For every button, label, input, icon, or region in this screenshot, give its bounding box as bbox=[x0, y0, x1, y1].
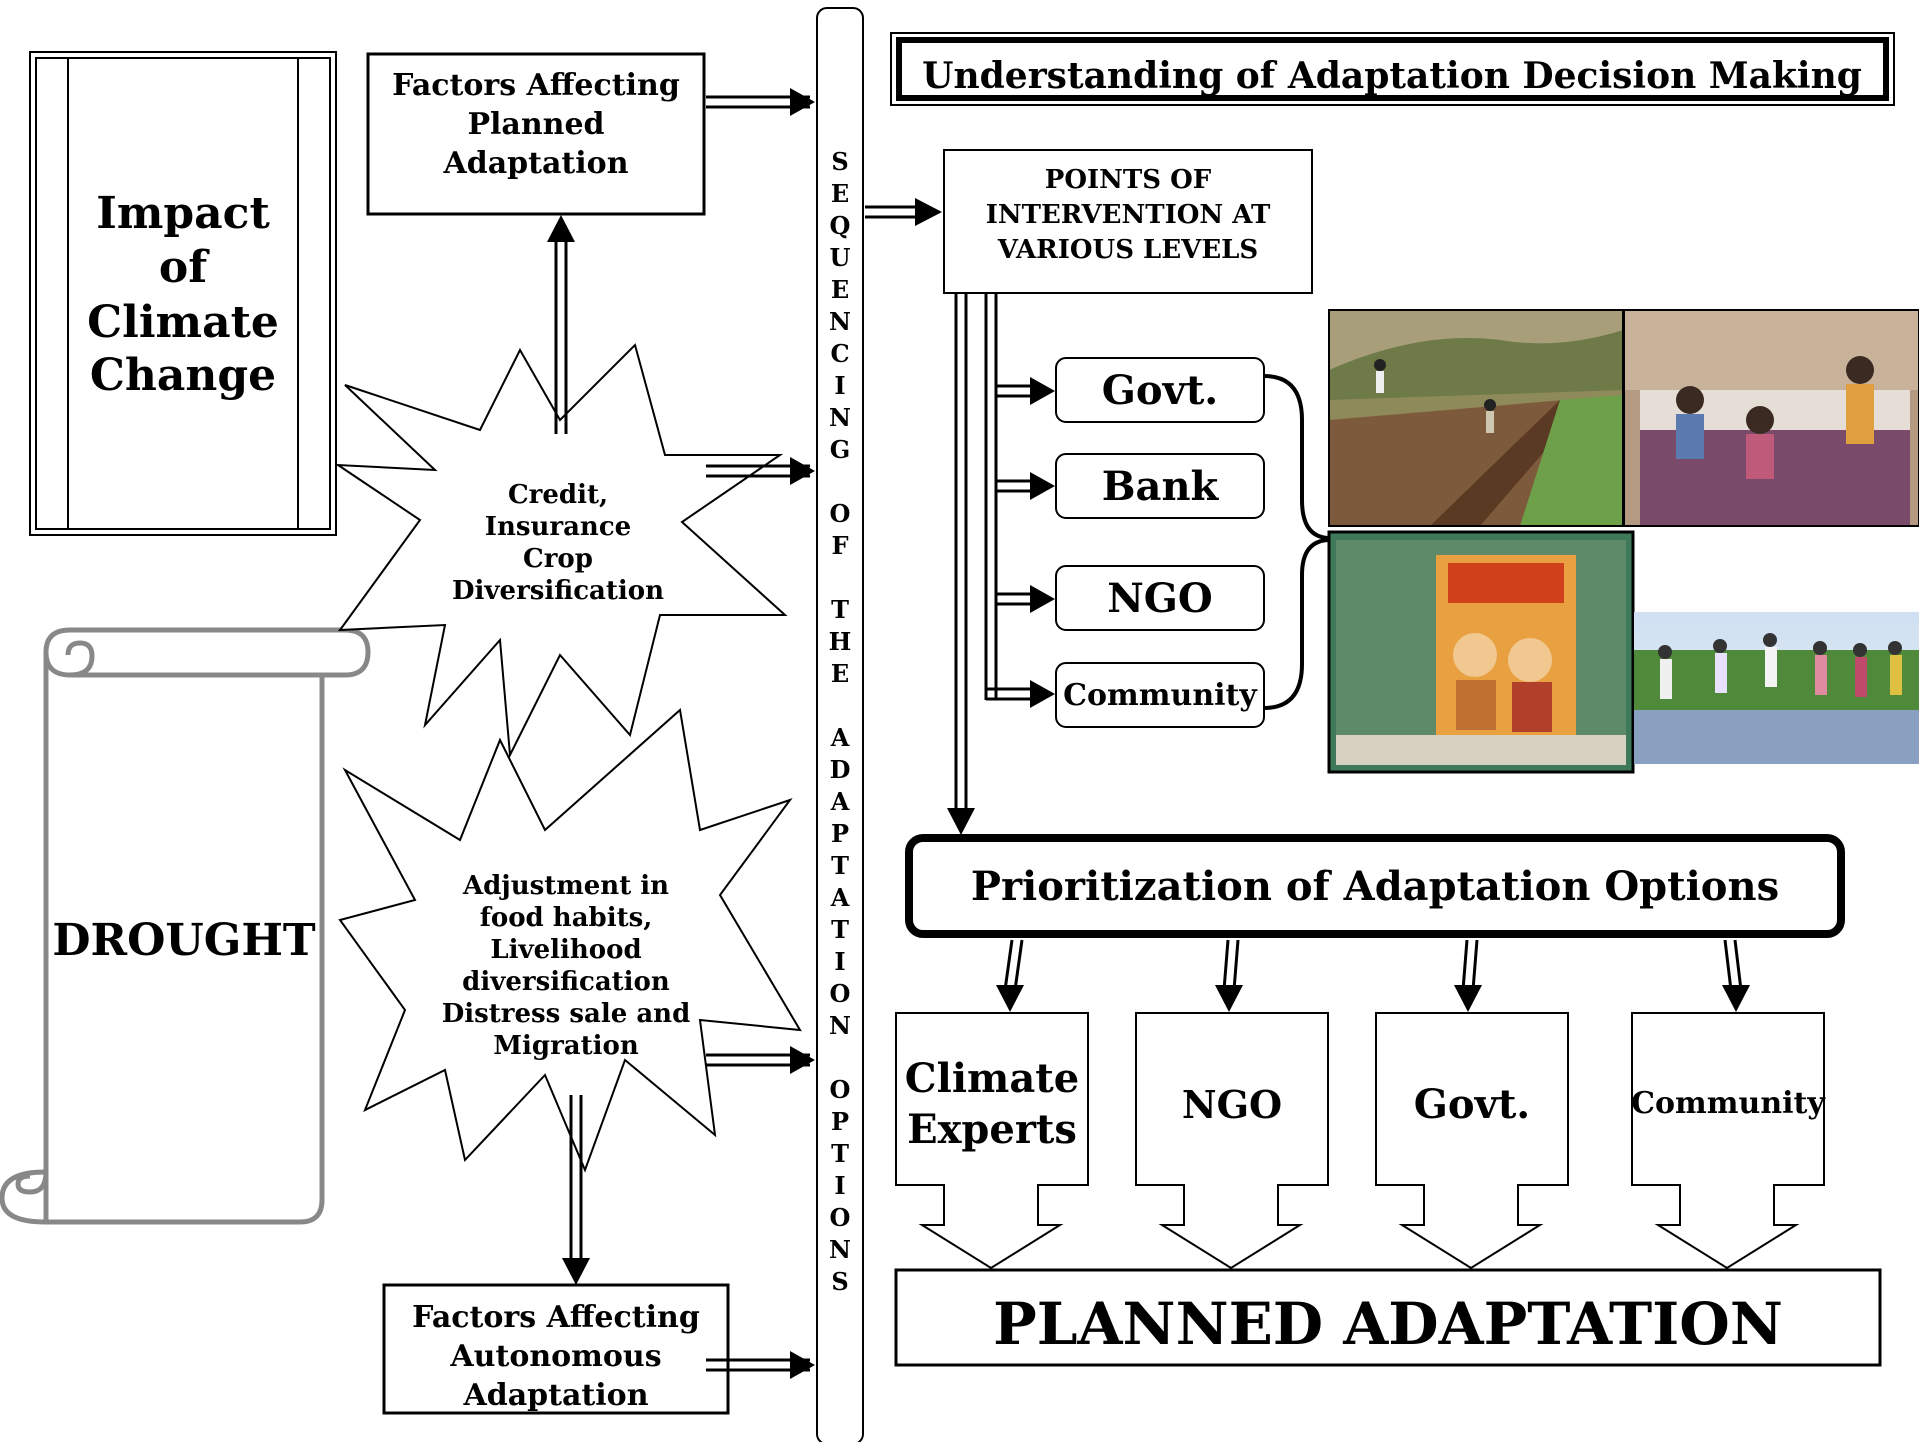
actor-govt: Govt. bbox=[1375, 1012, 1569, 1270]
starburst-upper-line-3: Crop bbox=[523, 544, 593, 574]
actor-govt-label: Govt. bbox=[1414, 1081, 1530, 1128]
planned-factors-line-1: Factors Affecting bbox=[392, 68, 680, 103]
starburst-upper-line-1: Credit, bbox=[508, 480, 608, 510]
actor-ngo: NGO bbox=[1135, 1012, 1329, 1270]
actor-climate-experts: Climate Experts bbox=[895, 1012, 1089, 1270]
drought-label: DROUGHT bbox=[52, 915, 316, 966]
intervention-box: POINTS OF INTERVENTION AT VARIOUS LEVELS bbox=[943, 149, 1313, 294]
autonomous-factors-line-1: Factors Affecting bbox=[412, 1300, 700, 1335]
left-arrowheads bbox=[547, 88, 815, 1379]
starburst-upper-line-4: Diversification bbox=[452, 576, 664, 606]
impact-line-4: Change bbox=[90, 350, 276, 401]
planned-factors-line-3: Adaptation bbox=[442, 146, 628, 181]
actor-climate-experts-line-1: Climate bbox=[905, 1055, 1079, 1102]
planned-factors-box: Factors Affecting Planned Adaptation bbox=[366, 52, 706, 216]
actor-ngo-label: NGO bbox=[1182, 1082, 1282, 1127]
intervention-arrowheads bbox=[915, 198, 1055, 835]
training-session-photo bbox=[1623, 309, 1919, 527]
starburst-lower-line-5: Distress sale and bbox=[442, 999, 691, 1029]
left-connectors bbox=[554, 95, 810, 1372]
starburst-lower: Adjustment in food habits, Livelihood di… bbox=[338, 708, 802, 1173]
actor-community-label: Community bbox=[1631, 1086, 1826, 1121]
level-ngo-label: NGO bbox=[1107, 575, 1213, 622]
header-title-box: Understanding of Adaptation Decision Mak… bbox=[890, 32, 1895, 106]
autonomous-factors-line-2: Autonomous bbox=[449, 1339, 661, 1374]
starburst-lower-line-3: Livelihood bbox=[490, 935, 641, 965]
prioritization-connectors bbox=[1003, 939, 1743, 991]
level-govt-label: Govt. bbox=[1102, 367, 1218, 414]
starburst-lower-line-1: Adjustment in bbox=[462, 871, 669, 901]
field-visit-photo bbox=[1634, 612, 1919, 764]
planned-adaptation-box: PLANNED ADAPTATION bbox=[894, 1268, 1882, 1367]
impact-line-2: of bbox=[159, 242, 210, 293]
starburst-lower-line-4: diversification bbox=[462, 967, 670, 997]
prioritization-arrowheads bbox=[996, 985, 1750, 1012]
level-community-label: Community bbox=[1063, 678, 1258, 713]
autonomous-factors-line-3: Adaptation bbox=[462, 1378, 648, 1413]
level-ngo: NGO bbox=[1055, 565, 1265, 631]
level-bank: Bank bbox=[1055, 453, 1265, 519]
intervention-line-3: VARIOUS LEVELS bbox=[997, 235, 1258, 265]
starburst-lower-line-6: Migration bbox=[493, 1031, 639, 1061]
intervention-line-2: INTERVENTION AT bbox=[986, 200, 1271, 230]
level-brackets bbox=[1263, 374, 1331, 710]
level-bank-label: Bank bbox=[1102, 463, 1220, 510]
starburst-upper: Credit, Insurance Crop Diversification bbox=[334, 343, 788, 759]
prioritization-box: Prioritization of Adaptation Options bbox=[905, 834, 1845, 938]
autonomous-factors-box: Factors Affecting Autonomous Adaptation bbox=[382, 1283, 730, 1415]
planned-adaptation-label: PLANNED ADAPTATION bbox=[993, 1290, 1783, 1358]
drought-scroll: DROUGHT bbox=[0, 627, 371, 1225]
trench-digging-photo bbox=[1328, 309, 1624, 527]
actor-climate-experts-line-2: Experts bbox=[907, 1106, 1077, 1153]
intervention-connectors bbox=[865, 205, 1035, 810]
intervention-line-1: POINTS OF bbox=[1045, 165, 1212, 195]
impact-line-1: Impact bbox=[96, 188, 270, 239]
level-govt: Govt. bbox=[1055, 357, 1265, 423]
awareness-poster-photo bbox=[1327, 530, 1635, 774]
actor-community: Community bbox=[1631, 1012, 1826, 1270]
starburst-lower-line-2: food habits, bbox=[480, 903, 653, 933]
impact-line-3: Climate bbox=[87, 297, 279, 348]
impact-box: Impact of Climate Change bbox=[29, 51, 337, 536]
level-community: Community bbox=[1055, 662, 1265, 728]
planned-factors-line-2: Planned bbox=[467, 107, 604, 142]
prioritization-label: Prioritization of Adaptation Options bbox=[971, 863, 1779, 910]
header-title: Understanding of Adaptation Decision Mak… bbox=[922, 55, 1862, 97]
starburst-upper-line-2: Insurance bbox=[485, 512, 631, 542]
